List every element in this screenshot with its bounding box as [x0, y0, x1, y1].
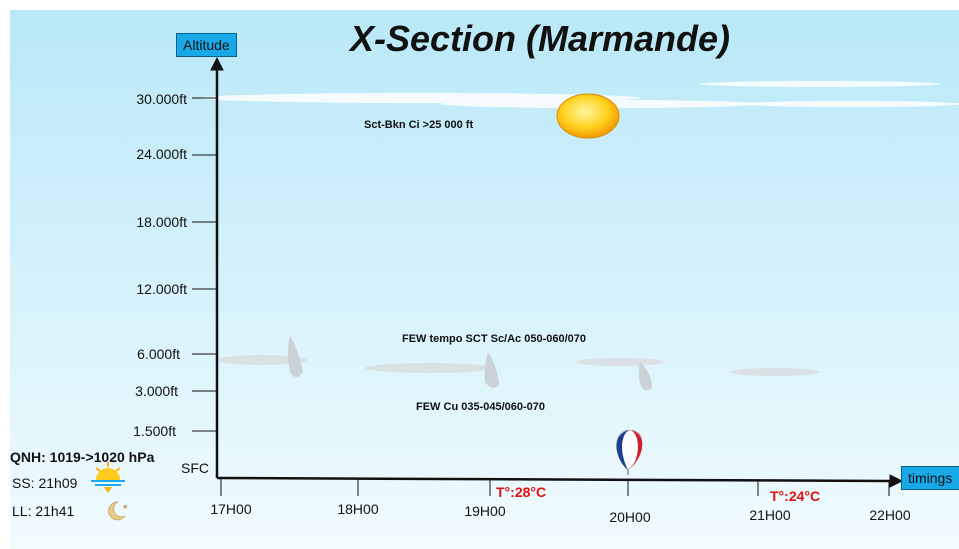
- axes: [192, 56, 904, 496]
- high-cloud-note: Sct-Bkn Ci >25 000 ft: [364, 119, 474, 131]
- altitude-label: 1.500ft: [133, 423, 176, 439]
- altitude-label: 18.000ft: [136, 214, 187, 230]
- cloud-icon: [217, 335, 820, 391]
- temperature-label: T°:24°C: [770, 488, 821, 504]
- cirrus-cloud-streaks: [200, 81, 959, 108]
- altitude-label: SFC: [181, 460, 209, 476]
- altitude-label: 3.000ft: [135, 383, 178, 399]
- altitude-label: 30.000ft: [136, 91, 187, 107]
- time-label: 17H00: [210, 501, 252, 517]
- sunset-info: SS: 21h09: [12, 475, 78, 491]
- altitude-label: 12.000ft: [136, 281, 187, 297]
- svg-text:★: ★: [122, 503, 128, 511]
- time-label: 20H00: [609, 509, 651, 525]
- temperature-label: T°:28°C: [496, 484, 547, 500]
- balloon-icon: [616, 429, 643, 475]
- low-cloud-note: FEW Cu 035-045/060-070: [416, 401, 546, 413]
- x-axis-label: timings: [901, 466, 959, 490]
- time-label: 22H00: [869, 507, 911, 523]
- qnh-info: QNH: 1019->1020 hPa: [10, 449, 155, 465]
- time-label: 18H00: [337, 501, 379, 517]
- sun-icon: [556, 93, 620, 139]
- time-label: 21H00: [749, 507, 791, 523]
- page-title: X-Section (Marmande): [349, 18, 731, 59]
- sunset-icon: [91, 462, 125, 493]
- altitude-label: 24.000ft: [136, 146, 187, 162]
- altitude-label: 6.000ft: [137, 346, 180, 362]
- last-light-info: LL: 21h41: [12, 503, 75, 519]
- y-axis-label: Altitude: [176, 33, 237, 57]
- time-label: 19H00: [464, 503, 506, 519]
- moon-icon: ★: [108, 501, 128, 521]
- mid-cloud-note: FEW tempo SCT Sc/Ac 050-060/070: [402, 333, 587, 345]
